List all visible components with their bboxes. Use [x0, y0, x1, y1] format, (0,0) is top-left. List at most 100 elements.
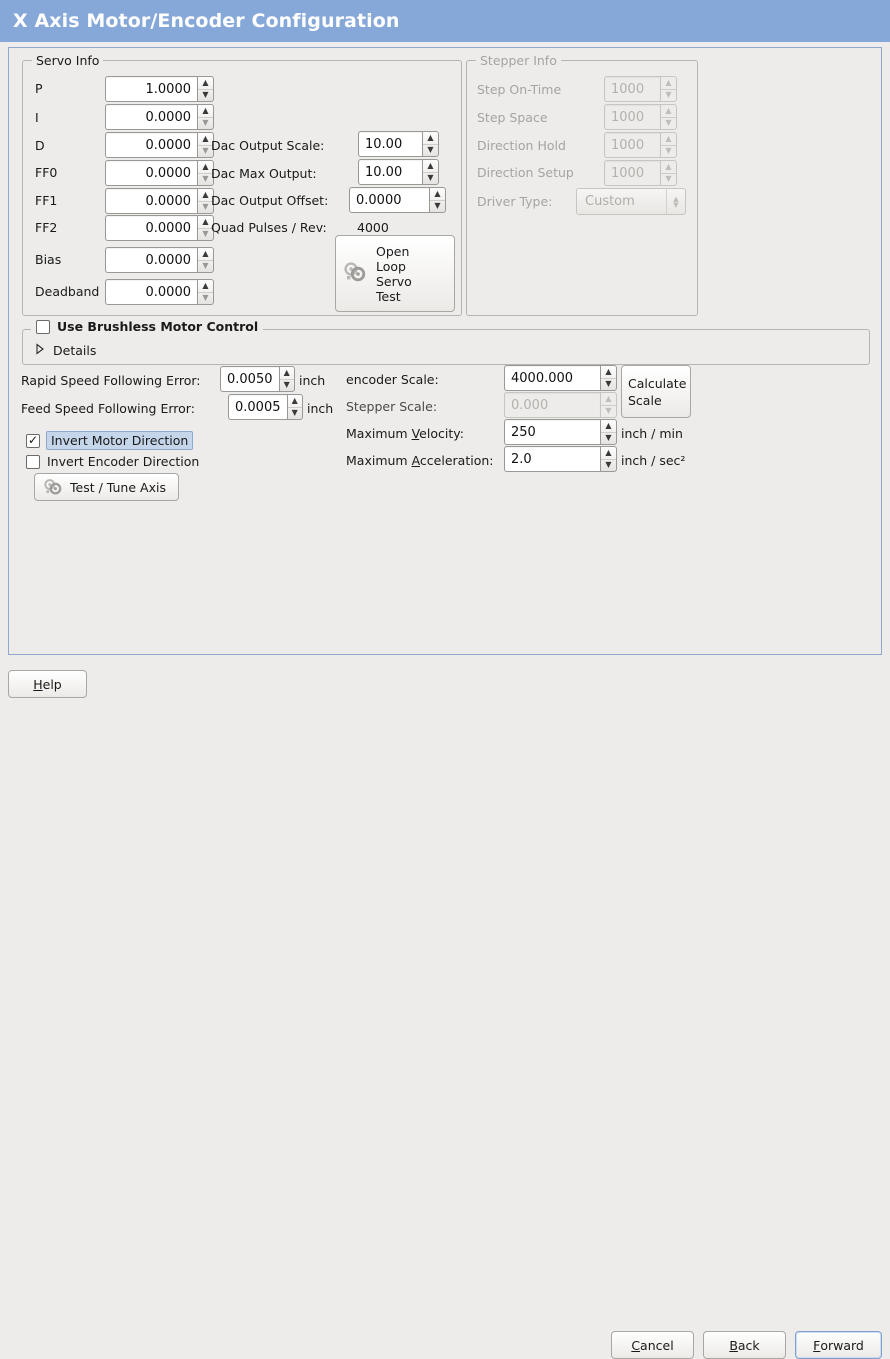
- spin-down-icon[interactable]: ▼: [202, 261, 209, 271]
- servo-input-p-spinner[interactable]: ▲ ▼: [197, 76, 214, 102]
- spin-down-icon[interactable]: ▼: [605, 460, 612, 470]
- spin-down-icon[interactable]: ▼: [605, 406, 612, 416]
- maximum-acceleration-value[interactable]: 2.0: [504, 446, 600, 472]
- calculate-scale-button[interactable]: Calculate Scale: [621, 365, 691, 418]
- spin-up-icon[interactable]: ▲: [198, 189, 213, 202]
- spin-up-icon[interactable]: ▲: [661, 133, 676, 146]
- rapid-following-error-value[interactable]: 0.0050: [220, 366, 279, 392]
- spin-down-icon[interactable]: ▼: [202, 90, 209, 100]
- spin-up-icon[interactable]: ▲: [661, 161, 676, 174]
- test-tune-axis-button[interactable]: Test / Tune Axis: [34, 473, 179, 501]
- spin-down-icon[interactable]: ▼: [202, 174, 209, 184]
- dac-output-offset-spinner[interactable]: ▲ ▼: [429, 187, 446, 213]
- encoder-scale-value[interactable]: 4000.000: [504, 365, 600, 391]
- chevron-updown-icon[interactable]: ▲▼: [666, 189, 685, 214]
- invert-encoder-direction-row[interactable]: Invert Encoder Direction: [26, 454, 199, 469]
- direction-setup-value[interactable]: 1000: [604, 160, 660, 186]
- direction-setup-input[interactable]: 1000 ▲ ▼: [604, 160, 677, 186]
- triangle-right-icon[interactable]: [35, 343, 45, 358]
- spin-up-icon[interactable]: ▲: [423, 160, 438, 173]
- maximum-acceleration-spinner[interactable]: ▲ ▼: [600, 446, 617, 472]
- stepper-scale-value[interactable]: 0.000: [504, 392, 600, 418]
- servo-input-d-spinner[interactable]: ▲ ▼: [197, 132, 214, 158]
- spin-up-icon[interactable]: ▲: [198, 105, 213, 118]
- dac-output-scale-value[interactable]: 10.00: [358, 131, 422, 157]
- encoder-scale-input[interactable]: 4000.000 ▲ ▼: [504, 365, 617, 391]
- servo-input-i-value[interactable]: 0.0000: [105, 104, 197, 130]
- rapid-following-error-spinner[interactable]: ▲ ▼: [278, 366, 295, 392]
- open-loop-servo-test-button[interactable]: Open Loop Servo Test: [335, 235, 455, 312]
- spin-down-icon[interactable]: ▼: [291, 408, 298, 418]
- spin-up-icon[interactable]: ▲: [279, 367, 294, 380]
- spin-up-icon[interactable]: ▲: [198, 248, 213, 261]
- servo-input-ff0[interactable]: 0.0000 ▲ ▼: [105, 160, 214, 186]
- use-brushless-motor-control-row[interactable]: Use Brushless Motor Control: [31, 319, 264, 334]
- spin-up-icon[interactable]: ▲: [423, 132, 438, 145]
- servo-input-p[interactable]: 1.0000 ▲ ▼: [105, 76, 214, 102]
- spin-up-icon[interactable]: ▲: [661, 77, 676, 90]
- spin-up-icon[interactable]: ▲: [601, 393, 616, 406]
- spin-down-icon[interactable]: ▼: [434, 201, 441, 211]
- spin-down-icon[interactable]: ▼: [202, 229, 209, 239]
- direction-hold-value[interactable]: 1000: [604, 132, 660, 158]
- spin-down-icon[interactable]: ▼: [202, 146, 209, 156]
- spin-down-icon[interactable]: ▼: [665, 90, 672, 100]
- servo-input-ff0-spinner[interactable]: ▲ ▼: [197, 160, 214, 186]
- step-on-time-spinner[interactable]: ▲ ▼: [660, 76, 677, 102]
- dac-output-offset-value[interactable]: 0.0000: [349, 187, 429, 213]
- servo-input-bias-value[interactable]: 0.0000: [105, 247, 197, 273]
- spin-up-icon[interactable]: ▲: [198, 280, 213, 293]
- spin-up-icon[interactable]: ▲: [601, 366, 616, 379]
- invert-encoder-direction-checkbox[interactable]: [26, 454, 40, 469]
- servo-input-deadband-spinner[interactable]: ▲ ▼: [197, 279, 214, 305]
- spin-down-icon[interactable]: ▼: [283, 380, 290, 390]
- spin-down-icon[interactable]: ▼: [427, 145, 434, 155]
- maximum-velocity-value[interactable]: 250: [504, 419, 600, 445]
- maximum-acceleration-input[interactable]: 2.0 ▲ ▼: [504, 446, 617, 472]
- spin-up-icon[interactable]: ▲: [287, 395, 302, 408]
- servo-input-deadband[interactable]: 0.0000 ▲ ▼: [105, 279, 214, 305]
- spin-down-icon[interactable]: ▼: [427, 173, 434, 183]
- dac-max-output-spinner[interactable]: ▲ ▼: [422, 159, 439, 185]
- stepper-scale-spinner[interactable]: ▲ ▼: [600, 392, 617, 418]
- stepper-scale-input[interactable]: 0.000 ▲ ▼: [504, 392, 617, 418]
- servo-input-ff0-value[interactable]: 0.0000: [105, 160, 197, 186]
- servo-input-ff2-spinner[interactable]: ▲ ▼: [197, 215, 214, 241]
- step-space-value[interactable]: 1000: [604, 104, 660, 130]
- servo-input-ff1[interactable]: 0.0000 ▲ ▼: [105, 188, 214, 214]
- servo-input-deadband-value[interactable]: 0.0000: [105, 279, 197, 305]
- maximum-velocity-spinner[interactable]: ▲ ▼: [600, 419, 617, 445]
- servo-input-ff2[interactable]: 0.0000 ▲ ▼: [105, 215, 214, 241]
- direction-hold-spinner[interactable]: ▲ ▼: [660, 132, 677, 158]
- spin-down-icon[interactable]: ▼: [605, 379, 612, 389]
- spin-up-icon[interactable]: ▲: [601, 447, 616, 460]
- spin-down-icon[interactable]: ▼: [665, 118, 672, 128]
- feed-following-error-input[interactable]: 0.0005 ▲ ▼: [228, 394, 303, 420]
- use-brushless-checkbox[interactable]: [36, 319, 50, 334]
- servo-input-ff1-value[interactable]: 0.0000: [105, 188, 197, 214]
- spin-down-icon[interactable]: ▼: [605, 433, 612, 443]
- spin-up-icon[interactable]: ▲: [661, 105, 676, 118]
- servo-input-d-value[interactable]: 0.0000: [105, 132, 197, 158]
- spin-up-icon[interactable]: ▲: [198, 133, 213, 146]
- spin-down-icon[interactable]: ▼: [202, 202, 209, 212]
- direction-hold-input[interactable]: 1000 ▲ ▼: [604, 132, 677, 158]
- spin-up-icon[interactable]: ▲: [601, 420, 616, 433]
- rapid-following-error-input[interactable]: 0.0050 ▲ ▼: [220, 366, 295, 392]
- servo-input-bias[interactable]: 0.0000 ▲ ▼: [105, 247, 214, 273]
- driver-type-select[interactable]: Custom ▲▼: [576, 188, 686, 215]
- direction-setup-spinner[interactable]: ▲ ▼: [660, 160, 677, 186]
- spin-down-icon[interactable]: ▼: [665, 174, 672, 184]
- dac-output-offset-input[interactable]: 0.0000 ▲ ▼: [349, 187, 446, 213]
- invert-motor-direction-checkbox[interactable]: ✓: [26, 433, 40, 448]
- dac-output-scale-spinner[interactable]: ▲ ▼: [422, 131, 439, 157]
- step-on-time-input[interactable]: 1000 ▲ ▼: [604, 76, 677, 102]
- servo-input-d[interactable]: 0.0000 ▲ ▼: [105, 132, 214, 158]
- spin-down-icon[interactable]: ▼: [202, 293, 209, 303]
- encoder-scale-spinner[interactable]: ▲ ▼: [600, 365, 617, 391]
- spin-down-icon[interactable]: ▼: [202, 118, 209, 128]
- step-space-spinner[interactable]: ▲ ▼: [660, 104, 677, 130]
